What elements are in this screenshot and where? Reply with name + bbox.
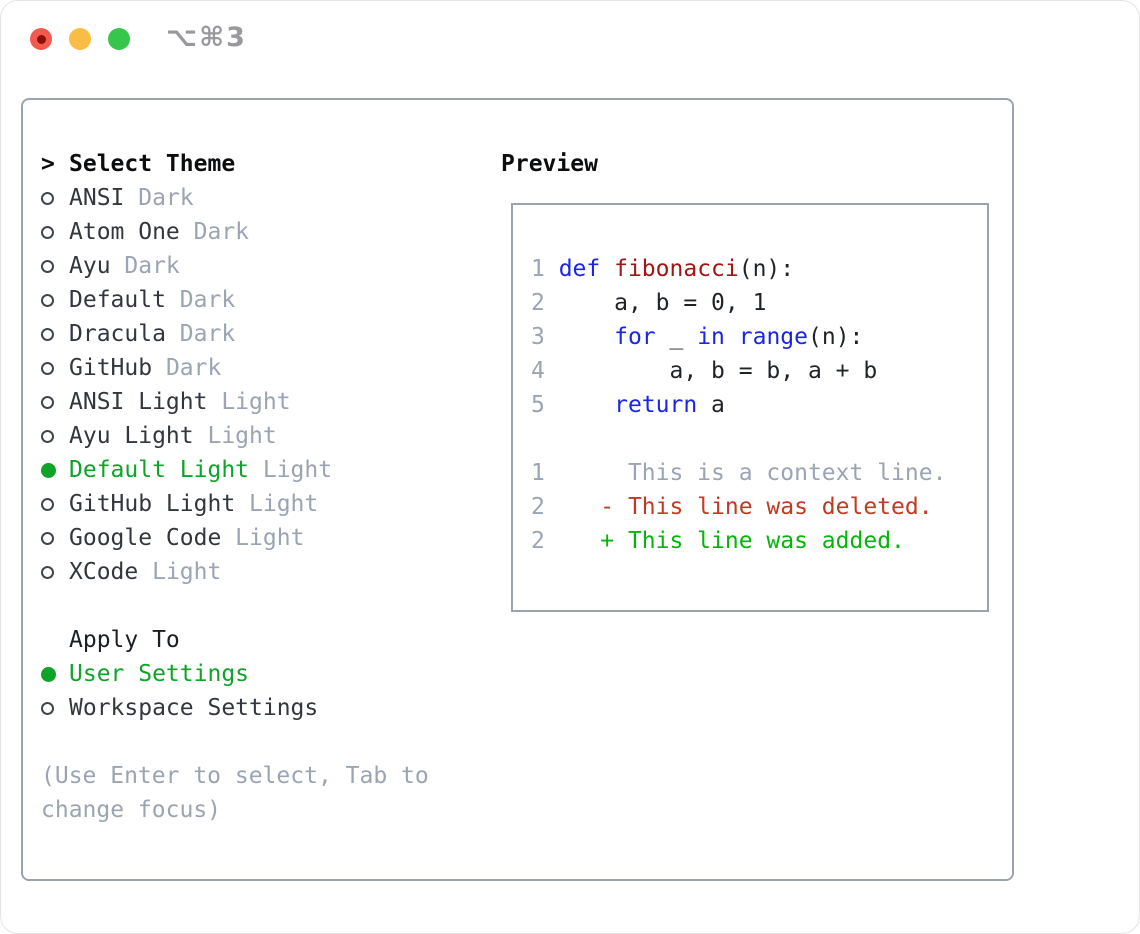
option-label: GitHub (69, 355, 153, 381)
apply-to-option[interactable]: Workspace Settings (41, 691, 318, 725)
theme-option[interactable]: Default Dark (41, 283, 332, 317)
apply-to-label: Apply To (69, 627, 180, 653)
option-label: ANSI Light (69, 389, 208, 415)
apply-to-header: Apply To (69, 623, 180, 657)
apply-to-option[interactable]: User Settings (41, 657, 318, 691)
option-label: GitHub Light (69, 491, 236, 517)
radio-ring-icon (41, 565, 69, 579)
radio-ring-icon (41, 701, 69, 715)
line-number: 1 (531, 256, 559, 282)
variant-label: Light (235, 491, 319, 517)
radio-ring-icon (41, 293, 69, 307)
line-number: 2 (531, 290, 559, 316)
theme-option[interactable]: Ayu Dark (41, 249, 332, 283)
variant-label: Dark (152, 355, 222, 381)
variant-label: Light (221, 525, 305, 551)
variant-label: Light (249, 457, 333, 483)
preview-line: 1 This is a context line. (531, 460, 947, 486)
option-label: User Settings (69, 661, 250, 687)
option-label: Google Code (69, 525, 222, 551)
option-label: Atom One (69, 219, 180, 245)
help-line: change focus) (41, 797, 222, 823)
preview-line: 3 for _ in range(n): (531, 324, 864, 350)
variant-label: Light (207, 389, 291, 415)
theme-option[interactable]: GitHub Dark (41, 351, 332, 385)
variant-label: Dark (165, 321, 236, 347)
theme-option[interactable]: Dracula Dark (41, 317, 332, 351)
line-number: 1 (531, 460, 559, 486)
minimize-button[interactable] (69, 28, 91, 50)
radio-ring-icon (41, 259, 69, 273)
help-text: (Use Enter to select, Tab to change focu… (41, 759, 429, 827)
window-title: ⌥⌘3 (166, 22, 247, 53)
preview-line (531, 422, 987, 456)
option-label: XCode (69, 559, 139, 585)
select-theme-label: Select Theme (69, 151, 236, 177)
line-number (531, 426, 545, 452)
theme-option[interactable]: Atom One Dark (41, 215, 332, 249)
radio-ring-icon (41, 191, 69, 205)
close-button[interactable] (30, 28, 52, 50)
zoom-button[interactable] (108, 28, 130, 50)
preview-line: 2 a, b = 0, 1 (531, 290, 767, 316)
option-label: Dracula (69, 321, 166, 347)
radio-ring-icon (41, 361, 69, 375)
variant-label: Dark (179, 219, 250, 245)
option-label: ANSI (69, 185, 125, 211)
preview-line: 4 a, b = b, a + b (531, 358, 878, 384)
option-label: Ayu Light (69, 423, 194, 449)
variant-label: Dark (165, 287, 236, 313)
option-label: Default Light (69, 457, 250, 483)
focus-arrow-icon: > (41, 151, 55, 177)
preview-title: Preview (501, 151, 598, 177)
preview-line: 2 + This line was added. (531, 528, 905, 554)
theme-option[interactable]: Default Light Light (41, 453, 332, 487)
option-label: Workspace Settings (69, 695, 319, 721)
option-label: Default (69, 287, 166, 313)
preview-box: 1 def fibonacci(n): 2 a, b = 0, 1 3 for _ … (511, 203, 989, 612)
theme-option[interactable]: Ayu Light Light (41, 419, 332, 453)
titlebar: ⌥⌘3 (1, 1, 1139, 76)
radio-ring-icon (41, 531, 69, 545)
radio-ring-icon (41, 497, 69, 511)
variant-label: Dark (124, 185, 194, 211)
variant-label: Dark (110, 253, 180, 279)
close-dot-icon (36, 34, 46, 44)
theme-option[interactable]: GitHub Light Light (41, 487, 332, 521)
line-number: 2 (531, 494, 559, 520)
radio-ring-icon (41, 429, 69, 443)
theme-option[interactable]: Google Code Light (41, 521, 332, 555)
theme-option[interactable]: ANSI Dark (41, 181, 332, 215)
theme-option[interactable]: XCode Light (41, 555, 332, 589)
option-label: Ayu (69, 253, 111, 279)
line-number: 3 (531, 324, 559, 350)
radio-ring-icon (41, 327, 69, 341)
theme-option[interactable]: ANSI Light Light (41, 385, 332, 419)
variant-label: Light (138, 559, 222, 585)
select-theme-header: > Select Theme (41, 147, 235, 181)
radio-ring-icon (41, 395, 69, 409)
variant-label: Light (193, 423, 277, 449)
selected-dot-icon (41, 666, 69, 682)
line-number: 4 (531, 358, 559, 384)
help-line: (Use Enter to select, Tab to (41, 763, 429, 789)
radio-ring-icon (41, 225, 69, 239)
preview-line: 1 def fibonacci(n): (531, 256, 795, 282)
line-number: 5 (531, 392, 559, 418)
preview-line: 5 return a (531, 392, 725, 418)
line-number: 2 (531, 528, 559, 554)
selected-dot-icon (41, 462, 69, 478)
preview-line: 2 - This line was deleted. (531, 494, 933, 520)
